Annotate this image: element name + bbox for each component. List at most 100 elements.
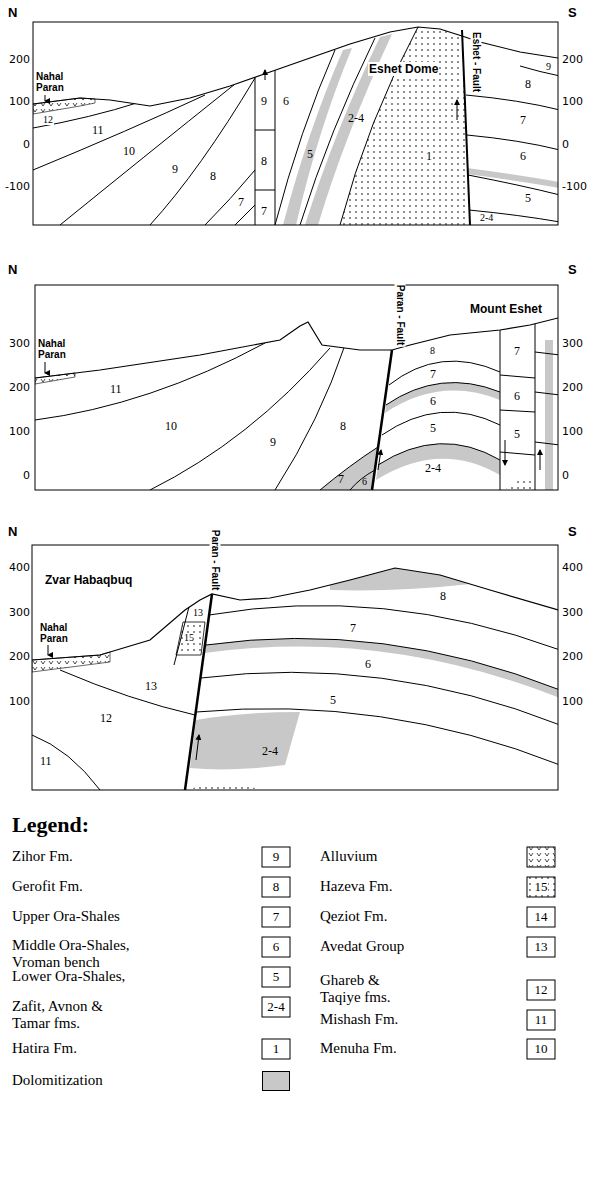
- section-eshet-dome: [33, 22, 558, 225]
- legend-number: 1: [262, 1039, 290, 1059]
- hatira-core: [340, 27, 470, 225]
- topography: [35, 318, 558, 378]
- unit-number: 8: [210, 170, 216, 182]
- axis-value: 200: [2, 650, 30, 664]
- layer-boundaries: [389, 361, 500, 385]
- unit-number: 2-4: [480, 213, 493, 223]
- legend-text: Gerofit Fm.: [12, 878, 83, 895]
- leader-arrow: [48, 645, 49, 655]
- dolomitization: [545, 340, 553, 490]
- unit-number: 9: [172, 163, 178, 175]
- legend-number: 10: [527, 1039, 555, 1059]
- layer-boundaries: [467, 135, 558, 150]
- legend-text: Zafit, Avnon & Tamar fms.: [12, 998, 132, 1032]
- frame: [33, 22, 558, 225]
- place-name: Nahal Paran: [38, 338, 76, 360]
- dolomitization: [190, 712, 300, 769]
- unit-number: 12: [100, 712, 112, 724]
- fault-arrows: [378, 450, 381, 470]
- legend-text: Upper Ora-Shales: [12, 908, 120, 925]
- unit-number: 5: [525, 192, 531, 204]
- unit-number: 11: [110, 383, 122, 395]
- unit-number: 5: [330, 694, 336, 706]
- unit-number: 9: [546, 62, 551, 72]
- legend-text: Alluvium: [320, 848, 378, 865]
- legend-heading: Legend:: [12, 812, 89, 838]
- legend-samples: [527, 877, 555, 897]
- axis-value: 0: [2, 138, 30, 152]
- fault-name: Eshet - Fault: [471, 31, 482, 93]
- sky: [32, 545, 558, 660]
- legend-text: Zihor Fm.: [12, 848, 73, 865]
- legend-number: 15: [527, 877, 555, 897]
- layer-boundaries: [206, 638, 558, 690]
- dolomitization: [205, 638, 558, 698]
- axis-value: 300: [562, 606, 583, 620]
- place-name: Zvar Habaqbuq: [45, 573, 132, 587]
- layer-boundaries: [32, 735, 100, 790]
- axis-value: 100: [2, 425, 30, 439]
- legend-samples: [262, 907, 290, 927]
- legend-samples: [262, 847, 555, 1059]
- axis-value: 100: [2, 695, 30, 709]
- dolomitization: [320, 340, 553, 490]
- legend-number: 13: [527, 937, 555, 957]
- layer-boundaries: [469, 210, 558, 222]
- axis-value: 0: [562, 469, 569, 483]
- layer-boundaries: [320, 447, 378, 490]
- unit-number: 6: [365, 658, 371, 670]
- unit-number: 7: [520, 114, 526, 126]
- compass-label: N: [8, 524, 17, 539]
- unit-number: 11: [40, 755, 52, 767]
- eshet-fault: [462, 30, 470, 225]
- unit-number: 5: [307, 148, 313, 160]
- layer-boundaries: [60, 670, 195, 715]
- topography: [33, 27, 558, 106]
- legend-swatch: [262, 1071, 290, 1091]
- legend-samples: [262, 937, 290, 957]
- unit-number: 2-4: [348, 112, 364, 124]
- legend-samples: [527, 980, 555, 1000]
- legend-number: 7: [262, 907, 290, 927]
- axis-value: 100: [562, 695, 583, 709]
- paran-fault: [372, 350, 392, 490]
- unit-number: 8: [430, 346, 435, 356]
- unit-number: 12: [42, 115, 54, 125]
- legend-samples: [262, 877, 290, 897]
- axis-value: 200: [562, 53, 583, 67]
- layer-boundaries: [468, 175, 558, 195]
- unit-number: 2-4: [425, 462, 441, 474]
- unit-number: 11: [92, 124, 104, 136]
- layer-boundaries: [340, 27, 418, 225]
- axis-value: 400: [2, 561, 30, 575]
- leader-arrow: [45, 362, 46, 373]
- layer-boundaries: [255, 130, 275, 131]
- dolomitization: [376, 444, 500, 480]
- layer-boundaries: [386, 383, 500, 405]
- layer-boundaries: [235, 205, 255, 225]
- dolomitization: [385, 383, 500, 413]
- unit-number: 13: [193, 608, 203, 618]
- legend-samples: [527, 1010, 555, 1030]
- legend-text: Hatira Fm.: [12, 1040, 77, 1057]
- layer-boundaries: [255, 190, 275, 191]
- hatira: [505, 478, 535, 491]
- axis-value: -100: [562, 180, 587, 194]
- layer-boundaries: [500, 410, 535, 412]
- legend-samples: [262, 847, 290, 867]
- legend-samples: [527, 937, 555, 957]
- unit-number: 9: [261, 95, 267, 107]
- legend-samples: [527, 847, 555, 867]
- legend-samples: [262, 997, 290, 1017]
- fault-arrows: [505, 440, 506, 465]
- unit-number: 8: [340, 420, 346, 432]
- hatira: [188, 783, 262, 790]
- axis-value: 200: [2, 53, 30, 67]
- unit-number: 6: [362, 477, 367, 487]
- axis-value: 300: [2, 337, 30, 351]
- layer-boundaries: [300, 38, 375, 225]
- place-name: Mount Eshet: [470, 302, 542, 316]
- legend-text: Avedat Group: [320, 938, 404, 955]
- axis-value: 300: [562, 337, 583, 351]
- dolomitization: [320, 447, 378, 490]
